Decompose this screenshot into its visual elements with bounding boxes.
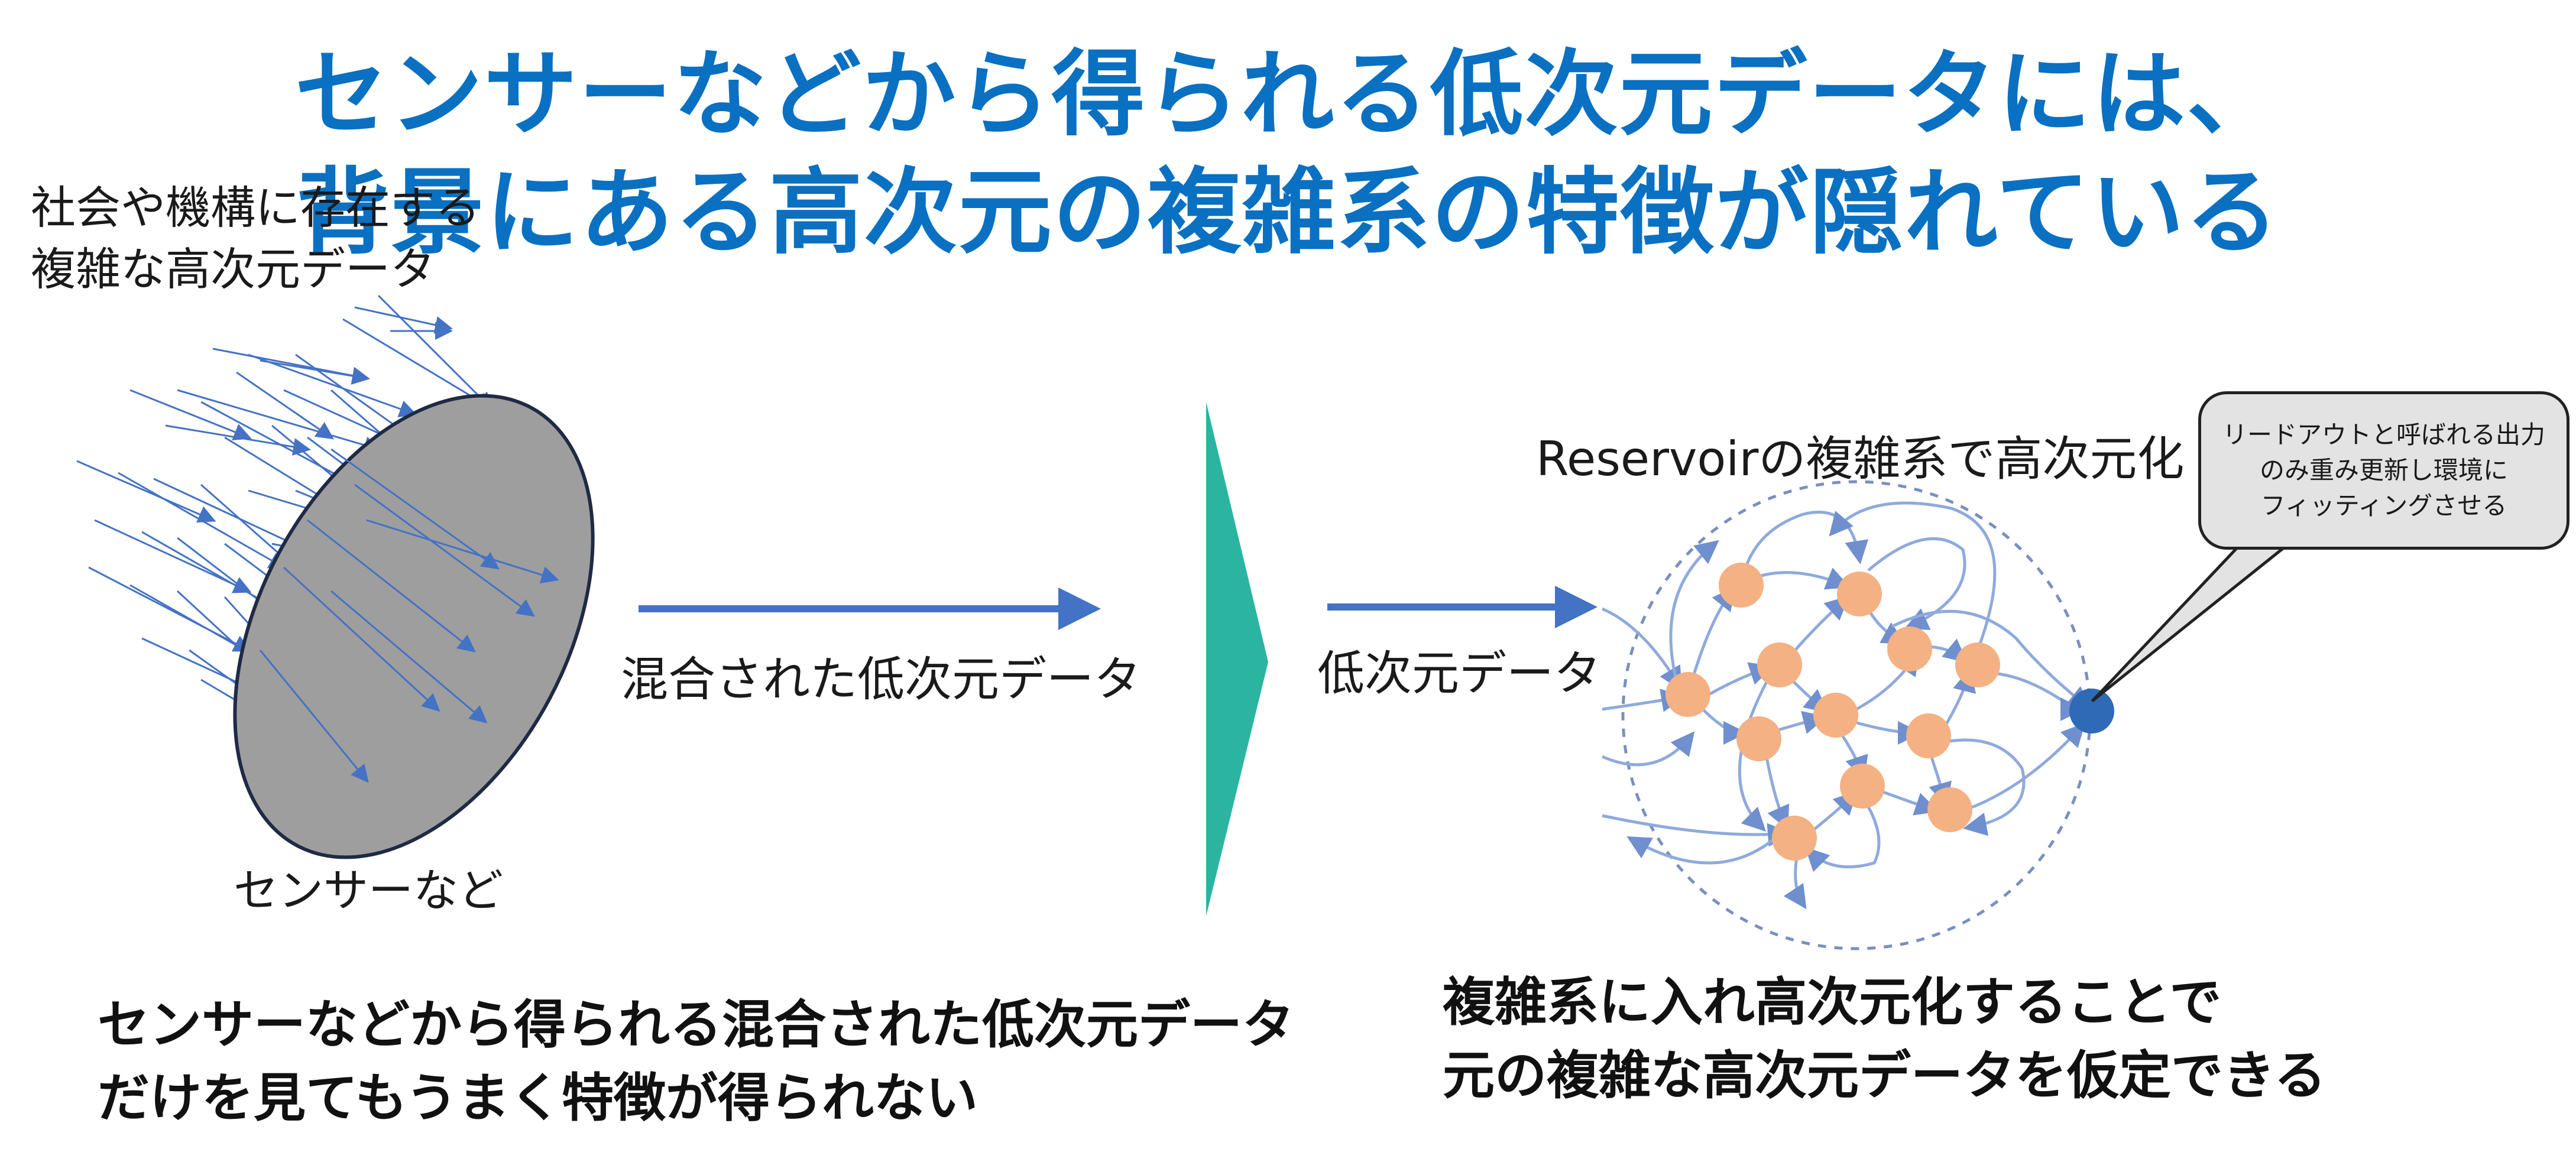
reservoir-nodes (1666, 563, 2000, 861)
readout-callout: リードアウトと呼ばれる出力 のみ重み更新し環境に フィッティングさせる (2198, 391, 2569, 550)
source-label-line-1: 社会や機構に存在する (31, 181, 480, 234)
reservoir-node (1736, 716, 1781, 761)
title-line-2: 背景にある高次元の複雑系の特徴が隠れている (296, 158, 2280, 267)
low-dim-input-label: 低次元データ (1317, 646, 1601, 701)
mixed-data-label: 混合された低次元データ (621, 652, 1141, 707)
left-caption-line-1: センサーなどから得られる混合された低次元データ (98, 994, 1295, 1055)
right-caption-line-2: 元の複雑な高次元データを仮定できる (1443, 1045, 2326, 1106)
reservoir-node (1887, 627, 1932, 671)
reservoir-node (1840, 764, 1885, 809)
readout-node (2069, 689, 2114, 733)
callout-line-3: フィッティングさせる (2260, 491, 2507, 520)
callout-line-2: のみ重み更新し環境に (2259, 456, 2508, 485)
reservoir-node (1757, 642, 1802, 687)
callout-pointer (2091, 539, 2287, 702)
callout-line-1: リードアウトと呼ばれる出力 (2222, 420, 2545, 449)
reservoir-node (1813, 693, 1858, 738)
reservoir-node (1955, 642, 2000, 687)
reservoir-node (1772, 816, 1817, 861)
sensor-label: センサーなど (234, 864, 503, 917)
reservoir-label: Reservoirの複雑系で高次元化 (1536, 431, 2185, 486)
reservoir-node (1719, 563, 1764, 608)
sensor-ellipse (233, 394, 595, 859)
right-caption-line-1: 複雑系に入れ高次元化することで (1443, 972, 2222, 1033)
title-line-1: センサーなどから得られる低次元データには、 (294, 40, 2282, 149)
left-caption: センサーなどから得られる混合された低次元データ だけを見てもうまく特徴が得られな… (98, 988, 1294, 1135)
high-dimensional-data-label: 社会や機構に存在する 複雑な高次元データ (31, 177, 480, 300)
right-caption: 複雑系に入れ高次元化することで 元の複雑な高次元データを仮定できる (1443, 966, 2326, 1112)
reservoir-node (1927, 787, 1972, 832)
page-title: センサーなどから得られる低次元データには、 背景にある高次元の複雑系の特徴が隠れ… (0, 35, 2576, 272)
separator-chevron (1206, 402, 1268, 916)
reservoir-node (1666, 672, 1710, 717)
source-label-line-2: 複雑な高次元データ (31, 243, 435, 296)
through-arrows (259, 448, 559, 783)
reservoir-node (1906, 713, 1951, 758)
left-caption-line-2: だけを見てもうまく特徴が得られない (98, 1067, 978, 1128)
reservoir-node (1837, 572, 1882, 616)
